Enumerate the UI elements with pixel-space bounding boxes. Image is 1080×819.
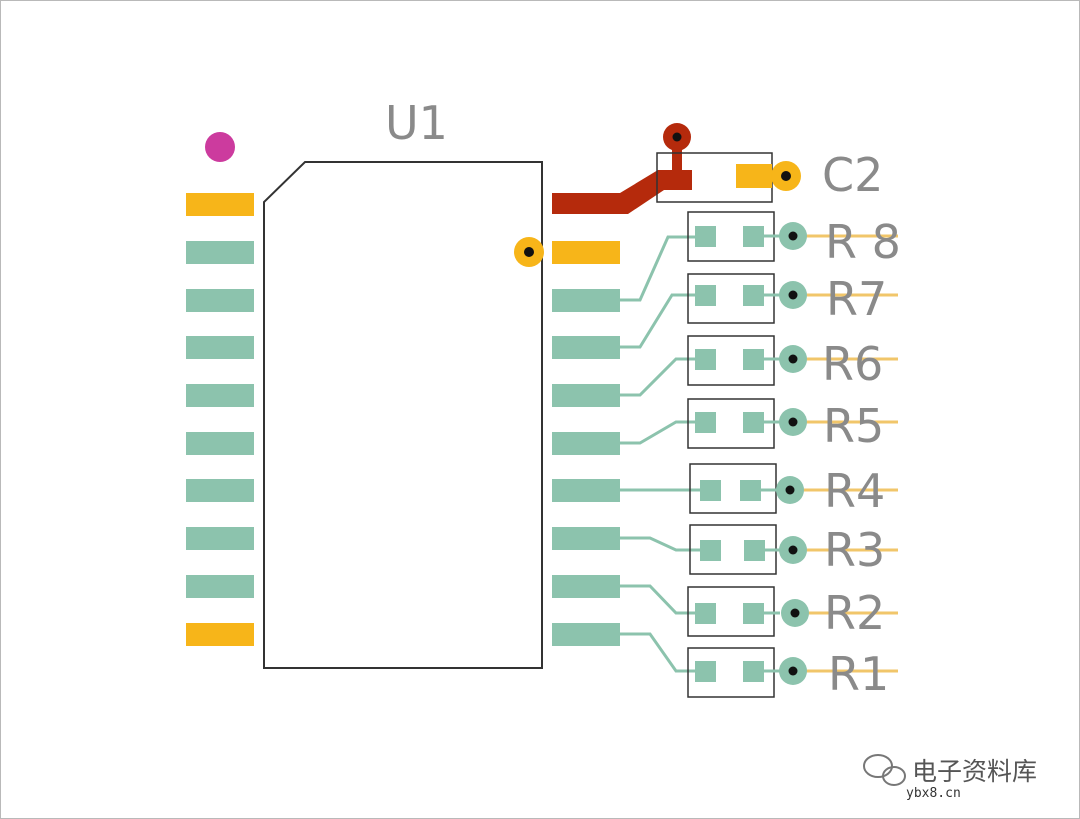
- r8-pad-left: [695, 226, 716, 247]
- u1-pad-left-4: [186, 336, 254, 359]
- r7-pad-right: [743, 285, 764, 306]
- u1-pad-right-8: [552, 527, 620, 550]
- u1-right-pads: [552, 289, 620, 646]
- trace-r3: [620, 536, 700, 552]
- resistor-r5: [687, 398, 898, 449]
- r8-label: R 8: [825, 215, 901, 269]
- resistor-r6: [687, 335, 898, 386]
- resistor-r3: [689, 524, 898, 575]
- r4-pad-right: [740, 480, 761, 501]
- u1-pad-left-3: [186, 289, 254, 312]
- u1-left-pads: [186, 193, 254, 646]
- r2-via-hole: [790, 608, 800, 618]
- u1-pad-left-10: [186, 623, 254, 646]
- u1-pad-left-8: [186, 527, 254, 550]
- r2-pad-right: [743, 603, 764, 624]
- resistor-r1: [687, 647, 898, 698]
- r2-pad-left: [695, 603, 716, 624]
- u1-pad-left-6: [186, 432, 254, 455]
- watermark-url: ybx8.cn: [906, 786, 961, 801]
- resistor-r2: [687, 586, 898, 637]
- u1-pad-right-9: [552, 575, 620, 598]
- u1-pad-right-2-group: [514, 237, 620, 267]
- r5-pad-left: [695, 412, 716, 433]
- u1-pad-right-10: [552, 623, 620, 646]
- r1-label: R1: [828, 647, 889, 701]
- yellow-via-left-hole: [524, 247, 534, 257]
- r4-via-hole: [785, 485, 795, 495]
- r5-via-hole: [788, 417, 798, 427]
- watermark-text: 电子资料库: [912, 757, 1037, 786]
- trace-r5: [620, 420, 696, 445]
- r3-label: R3: [824, 523, 885, 577]
- r3-via-hole: [788, 545, 798, 555]
- u1-pad-right-4: [552, 336, 620, 359]
- u1-pad-left-2: [186, 241, 254, 264]
- trace-r7: [620, 293, 696, 349]
- trace-r2: [620, 584, 696, 615]
- watermark: 电子资料库 ybx8.cn: [863, 754, 1037, 801]
- r4-label: R4: [824, 464, 885, 518]
- c2-component: [656, 152, 801, 203]
- r8-via-hole: [788, 231, 798, 241]
- u1-pad-left-9: [186, 575, 254, 598]
- r7-pad-left: [695, 285, 716, 306]
- r3-pad-left: [700, 540, 721, 561]
- resistor-r4: [689, 463, 898, 514]
- c2-label: C2: [822, 148, 883, 202]
- r5-label: R5: [823, 399, 884, 453]
- u1-pad-left-5: [186, 384, 254, 407]
- u1-label: U1: [385, 96, 448, 150]
- trace-r1: [620, 632, 696, 673]
- trace-r6: [620, 357, 696, 397]
- r6-via-hole: [788, 354, 798, 364]
- u1-body-outline: [263, 161, 543, 669]
- red-via-hole: [672, 132, 682, 142]
- u1-pad-right-7: [552, 479, 620, 502]
- r6-label: R6: [822, 337, 883, 391]
- u1-pad-right-2: [552, 241, 620, 264]
- r6-pad-left: [695, 349, 716, 370]
- c2-pad-right: [736, 164, 772, 188]
- resistor-r8: [687, 211, 898, 262]
- r4-pad-left: [700, 480, 721, 501]
- r2-label: R2: [824, 586, 885, 640]
- trace-r8: [620, 235, 696, 302]
- r7-outline: [687, 273, 775, 324]
- r7-via-hole: [788, 290, 798, 300]
- r5-pad-right: [743, 412, 764, 433]
- r8-pad-right: [743, 226, 764, 247]
- resistor-r7: [687, 273, 898, 324]
- u1-pad-right-6: [552, 432, 620, 455]
- u1-pad-left-1: [186, 193, 254, 216]
- u1-pad-right-3: [552, 289, 620, 312]
- wechat-icon: [863, 754, 906, 786]
- r6-pad-right: [743, 349, 764, 370]
- c2-via-hole: [781, 171, 791, 181]
- r7-label: R7: [826, 272, 887, 326]
- u1-pad-right-5: [552, 384, 620, 407]
- r1-via-hole: [788, 666, 798, 676]
- pin1-indicator-dot: [205, 132, 235, 162]
- red-trace-stub: [672, 137, 682, 177]
- resistor-traces: [620, 235, 700, 673]
- u1-pad-left-7: [186, 479, 254, 502]
- r3-pad-right: [744, 540, 765, 561]
- r1-pad-right: [743, 661, 764, 682]
- r1-pad-left: [695, 661, 716, 682]
